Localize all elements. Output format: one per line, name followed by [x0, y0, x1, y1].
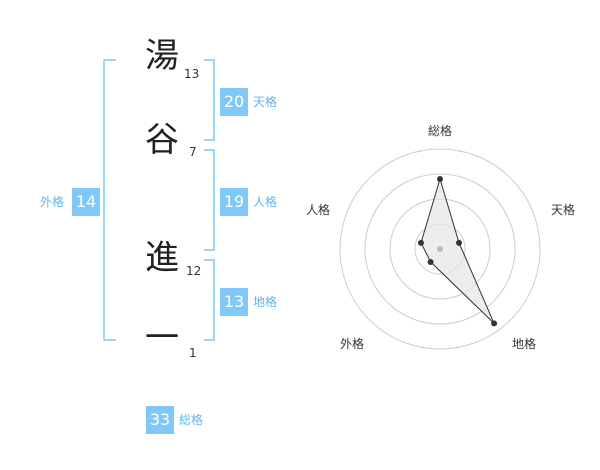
jinkaku-badge: 19	[220, 188, 248, 216]
radar-point-2	[456, 239, 463, 246]
radar-label-chikaku: 地格	[511, 337, 536, 351]
stroke-count-3: 12	[186, 264, 202, 278]
chikaku-badge: 13	[220, 288, 248, 316]
name-char-1: 湯	[145, 36, 179, 76]
chikaku-bracket	[204, 259, 215, 341]
radar-point-1	[437, 176, 443, 182]
radar-point-4	[427, 258, 434, 265]
radar-label-gaikaku: 外格	[339, 337, 364, 351]
soukaku-label: 総格	[179, 413, 204, 427]
stroke-count-2: 7	[189, 145, 197, 159]
name-char-4: 一	[145, 318, 179, 358]
radar-point-5	[417, 239, 424, 246]
radar-series-area	[420, 177, 495, 324]
radar-label-soukaku: 総格	[427, 124, 452, 138]
tenkaku-label: 天格	[253, 95, 278, 109]
tenkaku-badge: 20	[220, 88, 248, 116]
radar-label-tenkaku: 天格	[550, 203, 575, 217]
radar-center-point	[437, 246, 443, 252]
radar-grid-ring	[339, 148, 541, 350]
gaikaku-bracket	[103, 59, 116, 341]
stroke-count-4: 1	[189, 346, 197, 360]
gaikaku-label: 外格	[40, 195, 65, 209]
radar-label-jinkaku: 人格	[305, 203, 330, 217]
chikaku-label: 地格	[253, 295, 278, 309]
radar-grid-ring	[364, 173, 516, 325]
jinkaku-label: 人格	[253, 195, 278, 209]
stroke-count-1: 13	[184, 67, 200, 81]
soukaku-badge: 33	[146, 406, 174, 434]
name-char-3: 進	[145, 238, 179, 278]
radar-point-3	[491, 320, 498, 327]
name-char-2: 谷	[145, 120, 179, 160]
tenkaku-bracket	[204, 59, 215, 141]
gaikaku-badge: 14	[72, 188, 100, 216]
jinkaku-bracket	[204, 149, 215, 251]
